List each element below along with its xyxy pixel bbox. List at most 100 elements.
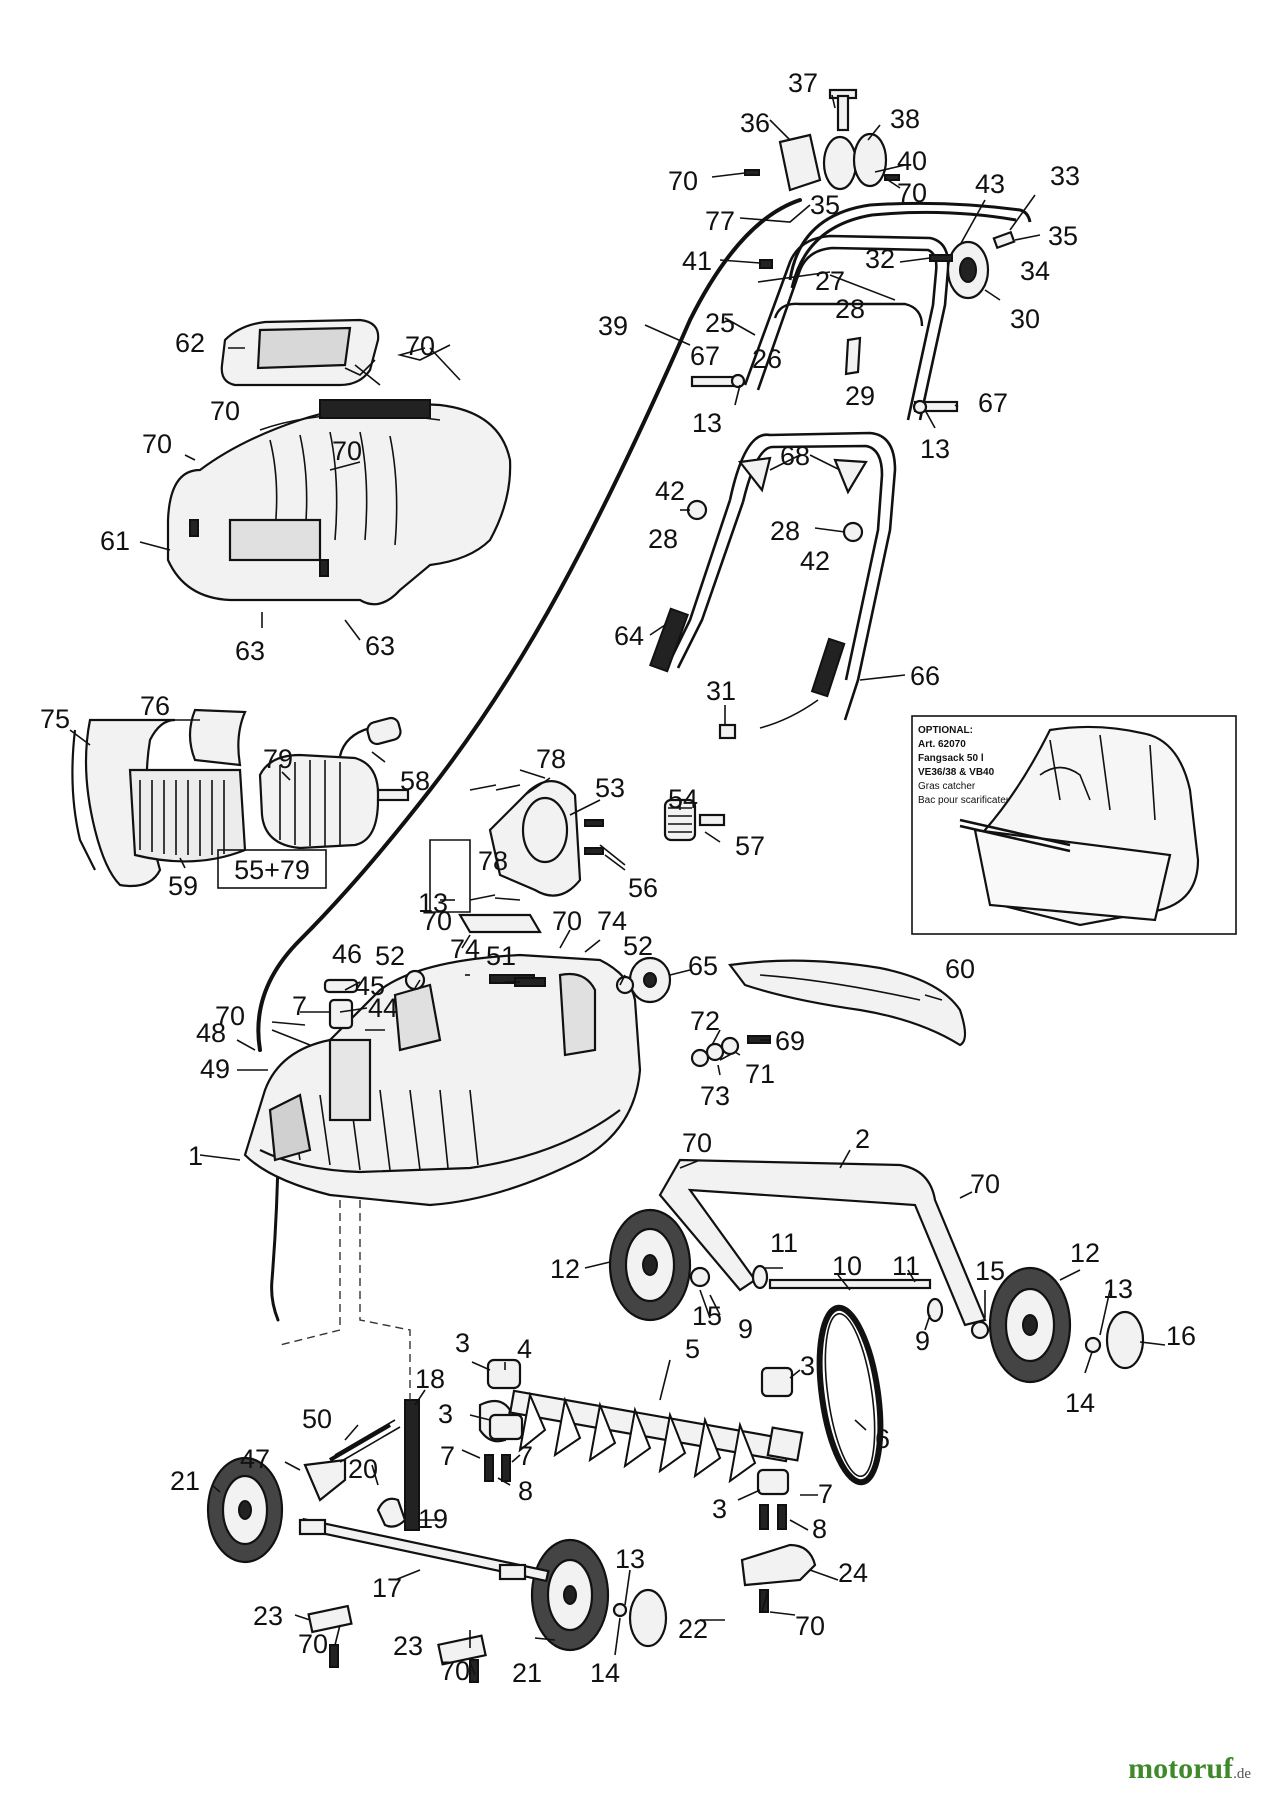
part-label: 52 <box>623 931 653 961</box>
part-label: 70 <box>668 166 698 196</box>
part-label: 13 <box>1103 1274 1133 1304</box>
part-label: 70 <box>795 1611 825 1641</box>
part-label: 37 <box>788 68 818 98</box>
front-wheel-left <box>206 1456 284 1564</box>
part-label: 14 <box>590 1658 620 1688</box>
optional-text: OPTIONAL: Art. 62070 Fangsack 50 l VE36/… <box>918 725 1015 806</box>
part-label: 7 <box>818 1479 833 1509</box>
part-label: 75 <box>40 704 70 734</box>
part-label: 61 <box>100 526 130 556</box>
part-label: 15 <box>975 1256 1005 1286</box>
part-label: 7 <box>292 991 307 1021</box>
part-label: 3 <box>438 1399 453 1429</box>
part-label: 13 <box>418 888 448 918</box>
part-label: 25 <box>705 308 735 338</box>
part-label: 70 <box>970 1169 1000 1199</box>
part-label: 28 <box>835 294 865 324</box>
brand-name: motoruf <box>1128 1752 1234 1785</box>
deck-housing <box>243 953 642 1207</box>
part-label: 70 <box>897 178 927 208</box>
part-label: 45 <box>355 971 385 1001</box>
part-label: 11 <box>770 1228 798 1258</box>
part-label: 76 <box>140 691 170 721</box>
part-label: 39 <box>598 311 628 341</box>
belt-6 <box>816 1304 884 1486</box>
optional-catcher-box <box>911 715 1237 935</box>
svg-text:OPTIONAL:: OPTIONAL: <box>918 725 973 736</box>
rear-cover-60 <box>728 959 967 1047</box>
part-label: 7 <box>440 1441 455 1471</box>
part-label: 47 <box>240 1444 270 1474</box>
part-label: 70 <box>552 906 582 936</box>
footer-brand-logo[interactable]: motoruf.de <box>1128 1752 1251 1786</box>
front-wheel-right <box>530 1538 610 1652</box>
part-label: 60 <box>945 954 975 984</box>
part-label: 70 <box>215 1001 245 1031</box>
part-label: 14 <box>1065 1388 1095 1418</box>
part-label: 33 <box>1050 161 1080 191</box>
part-label: 70 <box>422 906 452 936</box>
part-label: 1 <box>188 1141 203 1171</box>
part-label: 29 <box>845 381 875 411</box>
part-label: 46 <box>332 939 362 969</box>
part-label: 68 <box>780 441 810 471</box>
part-label: 31 <box>706 676 736 706</box>
part-label: 2 <box>855 1124 870 1154</box>
part-label: 78 <box>536 744 566 774</box>
part-label: 30 <box>1010 304 1040 334</box>
part-label: 71 <box>745 1059 775 1089</box>
part-label: 26 <box>752 344 782 374</box>
part-label: 79 <box>263 744 293 774</box>
part-label: 21 <box>170 1466 200 1496</box>
part-label: 41 <box>682 246 712 276</box>
part-label: 44 <box>368 993 398 1023</box>
part-label: 72 <box>690 1006 720 1036</box>
cable-39 <box>256 198 802 1052</box>
svg-text:VE36/38 & VB40: VE36/38 & VB40 <box>918 767 995 778</box>
part-label: 70 <box>405 331 435 361</box>
part-label: 70 <box>440 1656 470 1686</box>
front-axle-assembly <box>298 1399 769 1683</box>
part-label: 38 <box>890 104 920 134</box>
part-label: 62 <box>175 328 205 358</box>
part-label: 63 <box>365 631 395 661</box>
part-label: 8 <box>518 1476 533 1506</box>
part-label: 74 <box>450 934 480 964</box>
part-label: 63 <box>235 636 265 666</box>
svg-text:Fangsack 50 l: Fangsack 50 l <box>918 753 984 764</box>
part-label: 64 <box>614 621 644 651</box>
part-label: 66 <box>910 661 940 691</box>
part-label: 73 <box>700 1081 730 1111</box>
part-label: 74 <box>597 906 627 936</box>
part-label: 43 <box>975 169 1005 199</box>
part-label: 70 <box>682 1128 712 1158</box>
part-label: 12 <box>550 1254 580 1284</box>
part-label: 50 <box>302 1404 332 1434</box>
cover-24 <box>740 1543 817 1587</box>
part-label: 32 <box>865 244 895 274</box>
part-label: 9 <box>738 1314 753 1344</box>
part-label: 27 <box>815 266 845 296</box>
svg-text:Gras catcher: Gras catcher <box>918 781 976 792</box>
part-label: 49 <box>200 1054 230 1084</box>
part-label: 35 <box>1048 221 1078 251</box>
part-label: 69 <box>775 1026 805 1056</box>
boxed-label-frame <box>217 849 327 889</box>
part-label: 8 <box>812 1514 827 1544</box>
part-label: 78 <box>478 846 508 876</box>
part-label: 13 <box>692 408 722 438</box>
part-label: 13 <box>615 1544 645 1574</box>
part-label: 48 <box>196 1018 226 1048</box>
part-label: 67 <box>690 341 720 371</box>
leader-lines <box>69 94 1166 1676</box>
part-label: 10 <box>832 1251 862 1281</box>
part-label: 7 <box>518 1441 533 1471</box>
svg-text:Bac pour scarificateur: Bac pour scarificateur <box>918 795 1015 806</box>
part-label: 13 <box>920 434 950 464</box>
part-label: 58 <box>400 766 430 796</box>
part-label: 3 <box>800 1351 815 1381</box>
part-label: 42 <box>655 476 685 506</box>
part-label: 5 <box>685 1334 700 1364</box>
motor-assembly <box>71 708 410 888</box>
part-label: 15 <box>692 1301 722 1331</box>
